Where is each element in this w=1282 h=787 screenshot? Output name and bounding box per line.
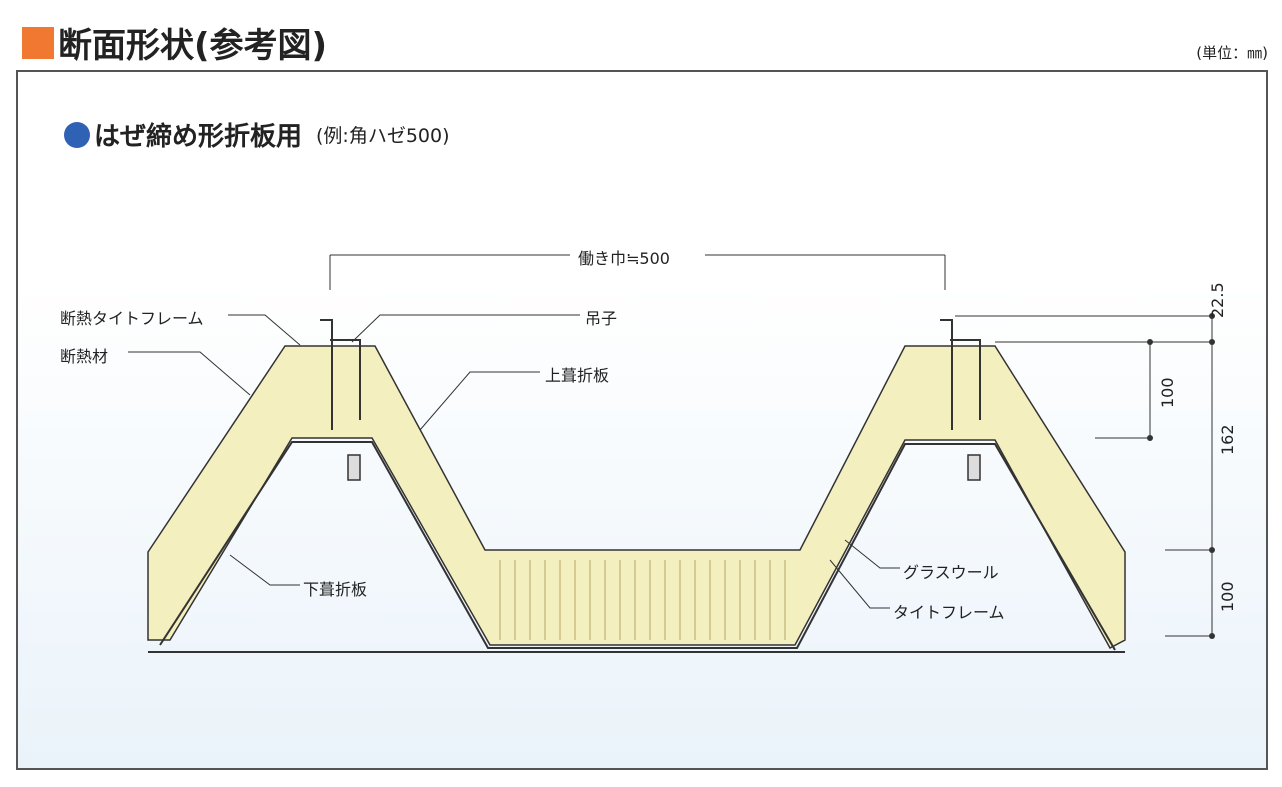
width-dimension — [329, 254, 946, 290]
bolt-left — [347, 454, 361, 481]
label-tight-frame: タイトフレーム — [893, 603, 1005, 622]
height-dimensions — [955, 315, 1213, 637]
bullet-icon — [64, 121, 90, 148]
title-marker-icon — [22, 26, 54, 59]
diagram-frame — [16, 70, 1268, 770]
label-insulation-tight-frame: 断熱タイトフレーム — [60, 309, 204, 328]
hanger-left — [320, 319, 361, 430]
insulation-layer — [147, 345, 1126, 650]
glass-wool-texture — [499, 560, 786, 640]
page-title: 断面形状(参考図) — [22, 18, 327, 67]
label-glass-wool: グラスウール — [903, 563, 999, 582]
dim-100-upper: 100 — [1158, 377, 1177, 408]
section-title-text: はぜ締め形折板用 — [94, 122, 303, 152]
tight-frame-line — [159, 441, 1116, 651]
label-insulation: 断熱材 — [60, 347, 109, 366]
hanger-right — [940, 319, 981, 430]
unit-label: (単位：㎜) — [1196, 44, 1268, 62]
label-lower-sheet: 下葺折板 — [303, 580, 368, 599]
section-example: (例:角ハゼ500) — [316, 125, 450, 147]
dim-162: 162 — [1218, 424, 1237, 455]
width-label: 働き巾≒500 — [578, 249, 670, 268]
section-title: はぜ締め形折板用 (例:角ハゼ500) — [64, 116, 450, 153]
leader-lines — [128, 314, 900, 609]
label-hanger: 吊子 — [585, 309, 618, 328]
bolt-right — [967, 454, 981, 481]
dim-22-5: 22.5 — [1208, 282, 1227, 318]
title-text: 断面形状(参考図) — [58, 26, 328, 66]
label-upper-sheet: 上葺折板 — [545, 366, 610, 385]
dim-100-lower: 100 — [1218, 581, 1237, 612]
